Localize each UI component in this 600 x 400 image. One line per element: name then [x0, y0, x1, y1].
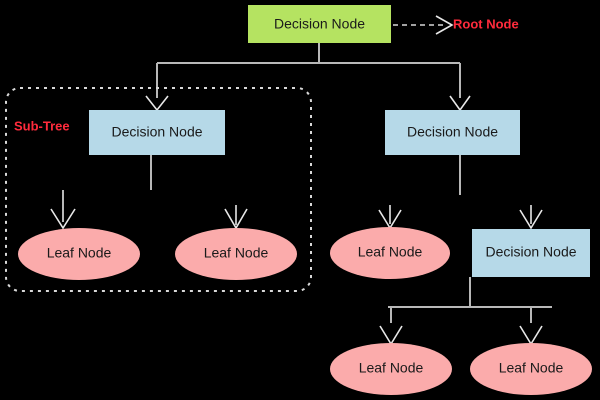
node-leaf-5[interactable]: Leaf Node [470, 343, 592, 395]
left-decision-node-box[interactable] [89, 110, 225, 155]
node-leaf-3[interactable]: Leaf Node [330, 227, 450, 279]
leaf-node-5-ellipse[interactable] [470, 343, 592, 395]
sub-tree-frame [5, 87, 312, 292]
leaf-node-1-text: Leaf Node [47, 245, 112, 261]
sub-tree-annotation-label: Sub-Tree [14, 118, 70, 133]
arrowhead-right-decision [449, 95, 471, 112]
arrowhead-leaf-1 [50, 208, 76, 230]
right-decision-node-text: Decision Node [407, 124, 498, 140]
leaf-node-2-ellipse[interactable] [175, 228, 297, 280]
node-leaf-4[interactable]: Leaf Node [330, 343, 452, 395]
node-left-decision[interactable]: Decision Node [89, 110, 225, 155]
arrowhead-layer [50, 15, 543, 346]
leaf-node-2-text: Leaf Node [204, 245, 269, 261]
root-node-box[interactable] [248, 5, 391, 43]
root-node-annotation-label: Root Node [453, 16, 519, 31]
arrowhead-sub-decision [519, 209, 543, 230]
leaf-node-5-text: Leaf Node [499, 360, 564, 376]
leaf-node-4-text: Leaf Node [359, 360, 424, 376]
leaf-node-3-ellipse[interactable] [330, 227, 450, 279]
node-leaf-2[interactable]: Leaf Node [175, 228, 297, 280]
leaf-node-1-ellipse[interactable] [18, 228, 140, 280]
root-node-text: Decision Node [274, 16, 365, 32]
arrowhead-root-annotation [435, 15, 454, 35]
arrowhead-left-decision [145, 95, 169, 112]
node-right-decision[interactable]: Decision Node [385, 110, 520, 155]
sub-decision-node-text: Decision Node [485, 244, 576, 260]
sub-decision-node-box[interactable] [472, 229, 590, 277]
right-decision-node-box[interactable] [385, 110, 520, 155]
leaf-node-3-text: Leaf Node [358, 244, 423, 260]
node-root[interactable]: Decision Node [248, 5, 391, 43]
arrowhead-leaf-5 [519, 325, 543, 346]
leaf-node-4-ellipse[interactable] [330, 343, 452, 395]
node-leaf-1[interactable]: Leaf Node [18, 228, 140, 280]
arrowhead-leaf-4 [379, 325, 403, 346]
node-sub-decision[interactable]: Decision Node [472, 229, 590, 277]
edge-layer [62, 24, 552, 323]
left-decision-node-text: Decision Node [111, 124, 202, 140]
